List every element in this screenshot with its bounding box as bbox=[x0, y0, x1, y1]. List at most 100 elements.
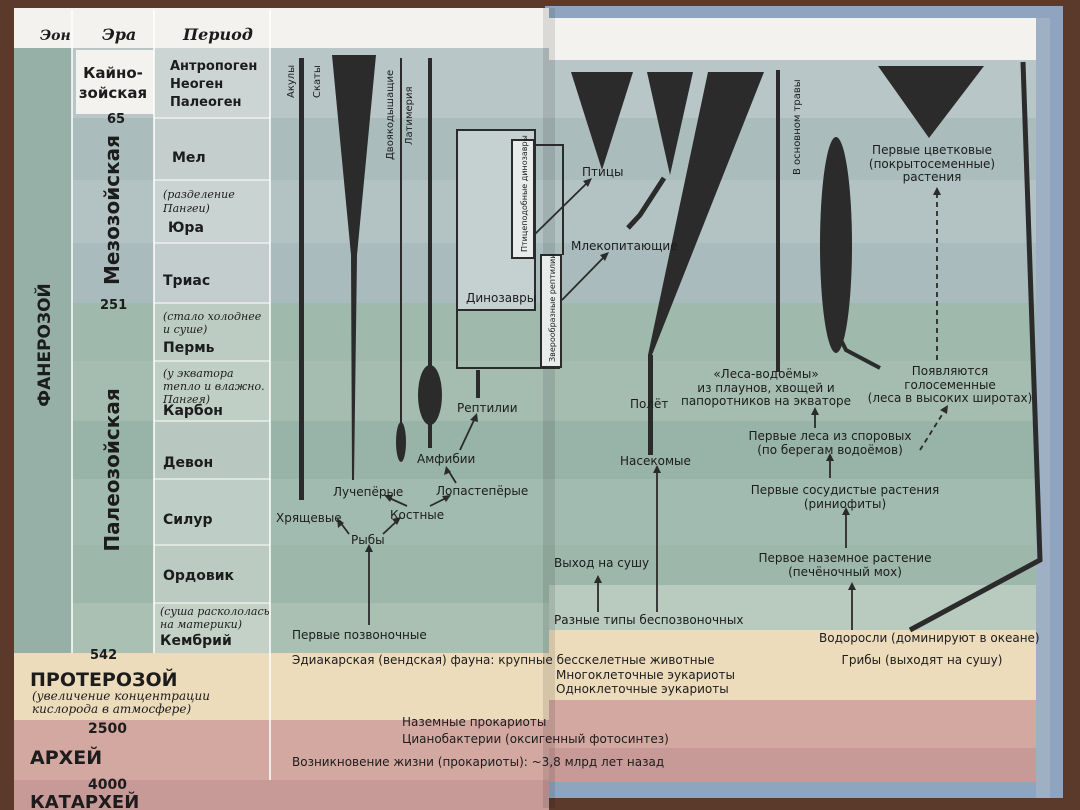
vertical-lineage-labels: Акулы Скаты Двоякодышащие Латимерия Птиц… bbox=[286, 65, 803, 362]
boundary-65: 65 bbox=[107, 112, 125, 127]
band-proterozoic bbox=[14, 653, 549, 720]
label-algae: Водоросли (доминируют в океане) bbox=[819, 631, 1040, 645]
arrow-amph-reptiles bbox=[459, 417, 476, 451]
label-rays: Скаты bbox=[312, 65, 323, 98]
label-fungi: Грибы (выходят на сушу) bbox=[842, 653, 1003, 667]
period-triassic: Триас bbox=[163, 273, 210, 289]
precambrian-labels: Грибы (выходят на сушу) Многоклеточные э… bbox=[292, 653, 1002, 769]
period-devonian: Девон bbox=[163, 455, 213, 471]
label-chordates: Хрящевые bbox=[276, 511, 342, 525]
arrowheads bbox=[337, 178, 948, 590]
right-band-devonian bbox=[549, 421, 1036, 479]
label-amphibians: Амфибии bbox=[417, 452, 475, 466]
label-invertebrates: Разные типы беспозвоночных bbox=[554, 613, 743, 627]
label-to-land: Выход на сушу bbox=[554, 556, 649, 570]
label-land-1: Первое наземное растение bbox=[758, 551, 931, 565]
label-vascular-2: (риниофиты) bbox=[804, 497, 886, 511]
label-vascular-1: Первые сосудистые растения bbox=[751, 483, 940, 497]
era-mesozoic: Мезозойская bbox=[100, 135, 124, 285]
band-silurian bbox=[72, 479, 549, 545]
label-origin-of-life: Возникновение жизни (прокариоты): ~3,8 м… bbox=[292, 755, 664, 769]
era-cenozoic-2: зойская bbox=[79, 84, 147, 102]
plant-labels: Первые цветковые (покрытосеменные) расте… bbox=[554, 143, 1040, 645]
eon-phanerozoic: ФАНЕРОЗОЙ bbox=[33, 283, 55, 407]
period-jurassic-note-2: Пангеи) bbox=[162, 202, 210, 215]
period-carboniferous: Карбон bbox=[163, 403, 223, 419]
eon-column-phanerozoic bbox=[14, 48, 72, 653]
right-band-permian bbox=[549, 303, 1036, 361]
cone-grasses-plants bbox=[878, 66, 984, 138]
period-cambrian-note-1: (суша раскололась bbox=[160, 605, 270, 618]
period-column bbox=[154, 48, 270, 653]
band-ordovician bbox=[72, 545, 549, 603]
arrow-dinos-birds bbox=[533, 181, 589, 236]
label-flowering-1: Первые цветковые bbox=[872, 143, 992, 157]
lineage-shapes bbox=[299, 55, 1043, 633]
cone-b bbox=[647, 72, 693, 175]
label-coelacanth: Латимерия bbox=[404, 86, 415, 145]
band-katarchean bbox=[14, 780, 549, 810]
period-carboniferous-note-2: тепло и влажно. bbox=[163, 380, 265, 393]
label-grasses: В основном травы bbox=[792, 79, 803, 175]
period-cambrian: Кембрий bbox=[160, 633, 232, 649]
period-silurian: Силур bbox=[163, 512, 213, 528]
label-reptiles: Рептилии bbox=[457, 401, 518, 415]
right-band-archean bbox=[549, 700, 1036, 748]
label-swamp-3: папоротников на экваторе bbox=[681, 394, 851, 408]
label-rayfinned: Лучепёрые bbox=[333, 485, 403, 499]
label-dinosaurs: Динозавры bbox=[466, 291, 536, 305]
header-era: Эра bbox=[102, 25, 136, 44]
label-land-2: (печёночный мох) bbox=[788, 565, 902, 579]
label-swamp-1: «Леса-водоёмы» bbox=[713, 367, 818, 381]
boundary-251: 251 bbox=[100, 298, 127, 313]
arrows bbox=[339, 181, 946, 630]
period-carboniferous-note-3: Пангея) bbox=[162, 393, 210, 406]
dino-bracket-bottom bbox=[456, 305, 560, 369]
right-band-proterozoic bbox=[549, 630, 1036, 700]
reptiles-stem bbox=[476, 370, 480, 398]
label-gymno-3: (леса в высоких широтах) bbox=[868, 391, 1033, 405]
band-carboniferous bbox=[72, 361, 549, 421]
eon-proterozoic: ПРОТЕРОЗОЙ bbox=[30, 668, 178, 691]
band-devonian bbox=[72, 421, 549, 479]
period-permian: Пермь bbox=[163, 340, 215, 356]
period-permian-note-1: (стало холоднее bbox=[163, 310, 262, 323]
period-cretaceous: Мел bbox=[172, 150, 206, 166]
label-sharks: Акулы bbox=[286, 65, 297, 98]
eon-katarchean: КАТАРХЕЙ bbox=[30, 791, 139, 810]
period-cambrian-note-2: на материки) bbox=[160, 618, 242, 631]
period-carboniferous-note-1: (у экватора bbox=[163, 367, 234, 380]
period-ordovician: Ордовик bbox=[163, 568, 235, 584]
lineage-algae bbox=[908, 61, 1043, 633]
period-permian-note-2: и суше) bbox=[163, 323, 207, 336]
label-spore-1: Первые леса из споровых bbox=[749, 429, 912, 443]
label-gymno-2: голосеменные bbox=[904, 378, 996, 392]
cone-a bbox=[571, 72, 633, 170]
label-insects: Насекомые bbox=[620, 454, 691, 468]
label-cyanobacteria: Цианобактерии (оксигенный фотосинтез) bbox=[402, 732, 669, 746]
label-flowering-3: растения bbox=[903, 170, 962, 184]
period-anthropogene: Антропоген bbox=[170, 59, 257, 74]
cone-mammals bbox=[648, 72, 764, 355]
eon-proterozoic-note-2: кислорода в атмосфере) bbox=[32, 702, 191, 716]
band-archean bbox=[14, 720, 549, 780]
lineage-coelacanth bbox=[428, 58, 432, 448]
header-eon: Эон bbox=[40, 28, 71, 44]
era-labels: Кайно- зойская Мезозойская Палеозойская bbox=[79, 64, 147, 552]
label-lobefinned: Лопастепёрые bbox=[436, 484, 528, 498]
animal-labels: Динозавры Птицы Млекопитающие Рептилии А… bbox=[276, 165, 714, 667]
eon-archean: АРХЕЙ bbox=[30, 746, 102, 769]
header-period: Период bbox=[182, 25, 253, 44]
era-cenozoic-1: Кайно- bbox=[83, 64, 143, 82]
label-lungfish: Двоякодышащие bbox=[385, 70, 396, 160]
period-jurassic-note-1: (разделение bbox=[163, 188, 235, 201]
label-first-vertebrates: Первые позвоночные bbox=[292, 628, 427, 642]
label-mammals: Млекопитающие bbox=[571, 239, 678, 253]
label-unicell: Одноклеточные эукариоты bbox=[556, 682, 729, 696]
label-multicell: Многоклеточные эукариоты bbox=[556, 668, 735, 682]
mammal-box-top bbox=[535, 144, 564, 255]
era-cell-cenozoic bbox=[76, 50, 154, 114]
bird-dinos-box bbox=[511, 139, 535, 259]
label-birds: Птицы bbox=[582, 165, 623, 179]
